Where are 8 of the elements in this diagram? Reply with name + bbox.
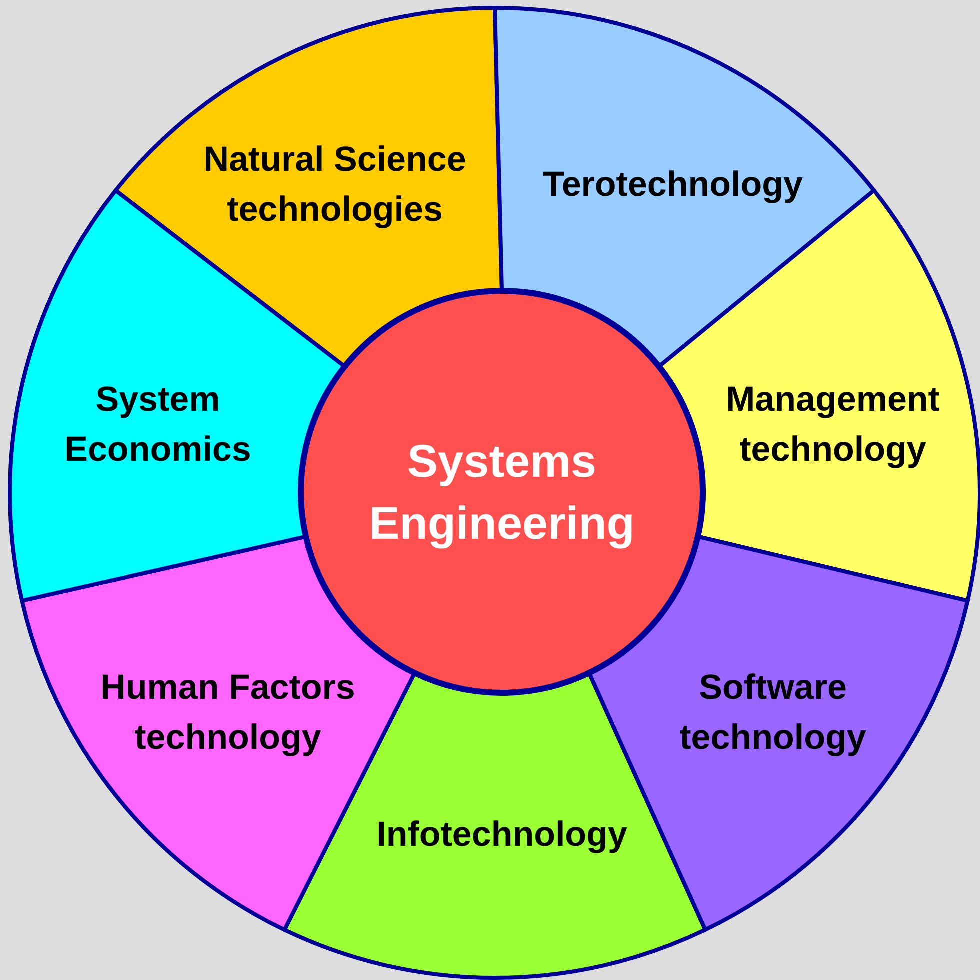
segment-label: Management technology [725, 379, 941, 471]
segment-label: Software technology [678, 667, 868, 759]
center-label: Systems Engineering [368, 434, 636, 551]
segment-label: Human Factors technology [100, 667, 356, 759]
segment-label: System Economics [64, 379, 252, 471]
segment-label: Infotechnology [376, 814, 628, 856]
segment-label: Terotechnology [543, 164, 803, 206]
segment-label: Natural Science technologies [202, 139, 468, 231]
